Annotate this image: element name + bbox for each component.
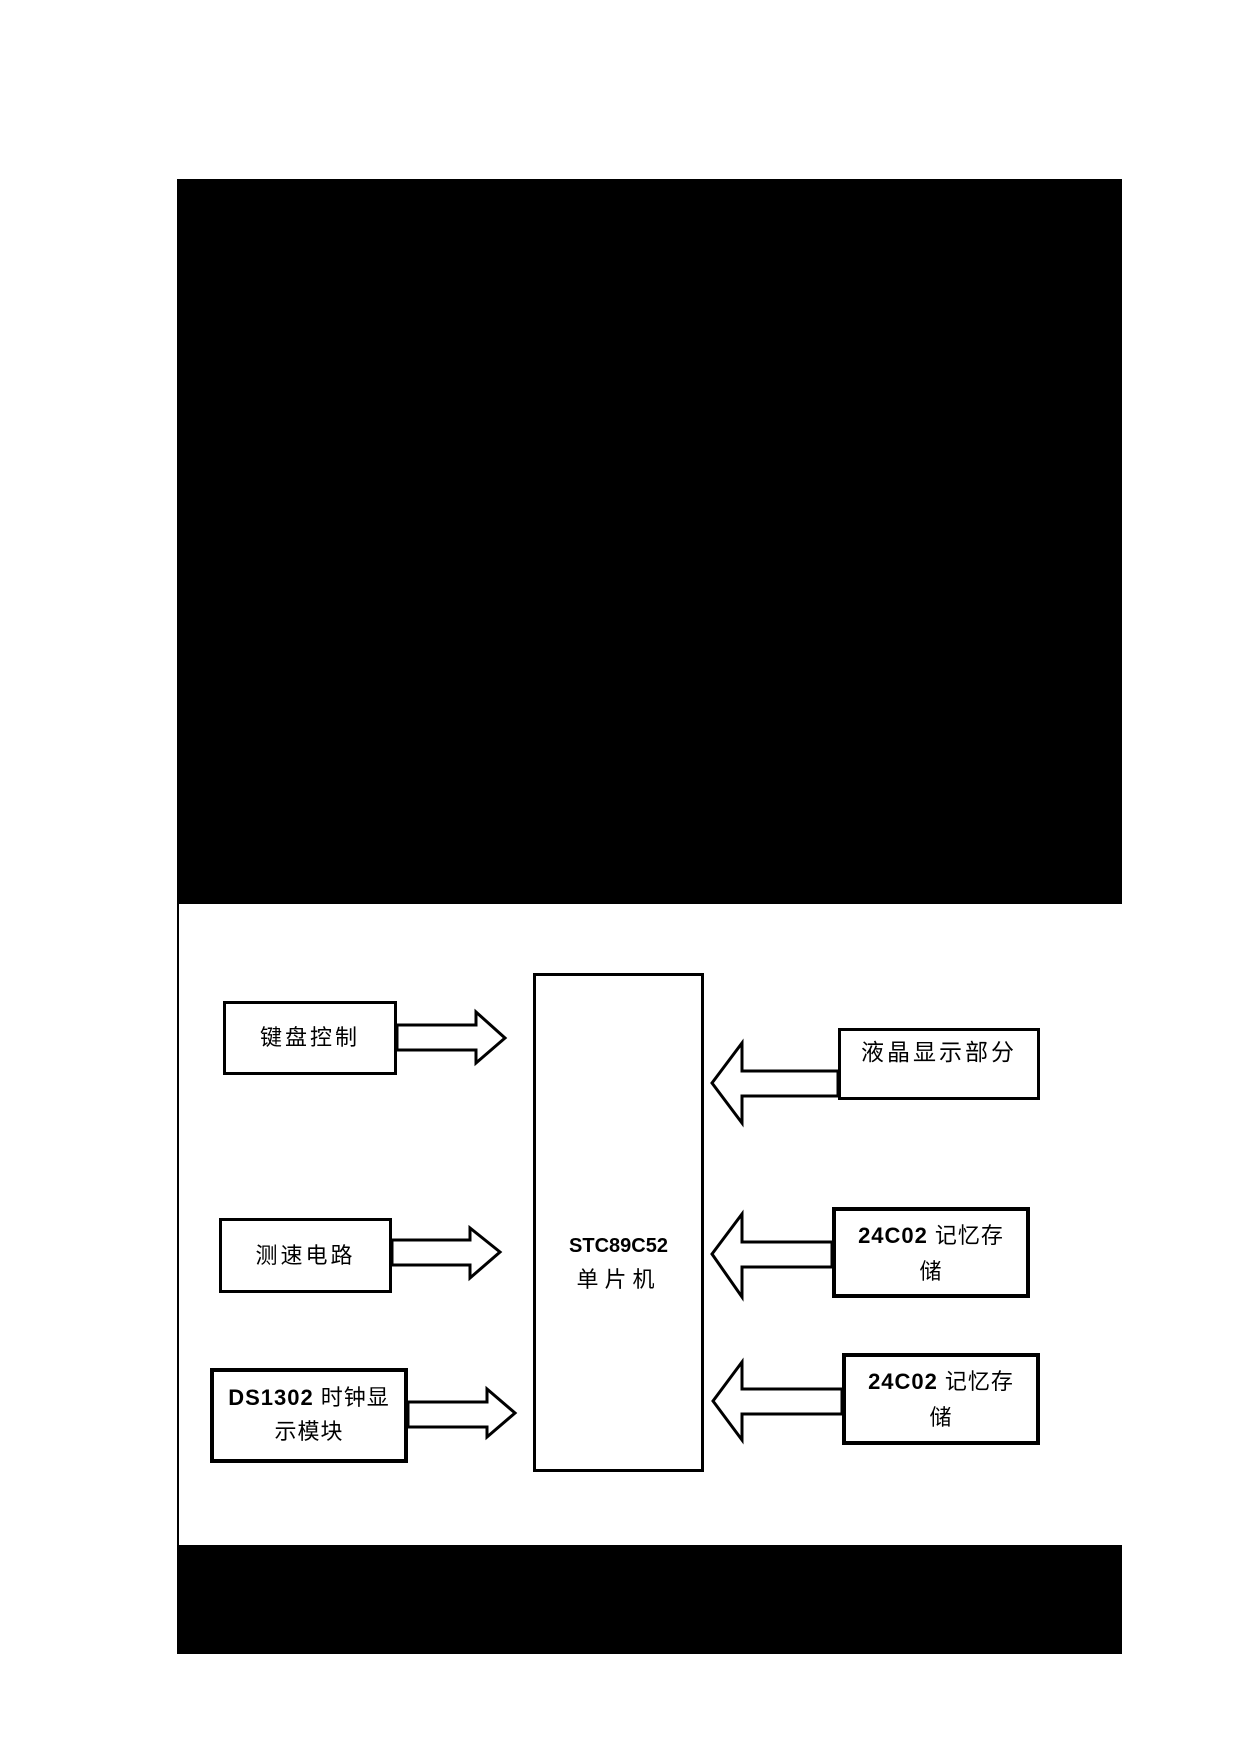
box-speed-circuit: 测速电路 <box>219 1218 392 1293</box>
ds1302-label-line2: 示模块 <box>274 1419 344 1444</box>
lcd-display-label: 液晶显示部分 <box>861 1040 1017 1065</box>
arrow-eeprom2-to-mcu <box>711 1357 844 1445</box>
eeprom2-model: 24C02 <box>868 1369 938 1394</box>
eeprom1-label-line2: 储 <box>919 1259 943 1284</box>
content-left-border <box>177 904 179 1545</box>
mcu-name: 单片机 <box>576 1267 661 1292</box>
eeprom1-label-rest: 记忆存 <box>934 1223 1004 1248</box>
arrow-keyboard-to-mcu <box>395 1008 508 1067</box>
speed-circuit-label: 测速电路 <box>255 1242 356 1268</box>
box-keyboard-control: 键盘控制 <box>223 1001 397 1075</box>
arrow-ds1302-to-mcu <box>406 1385 518 1441</box>
redacted-bar-bottom <box>177 1545 1122 1654</box>
eeprom2-label-rest: 记忆存 <box>944 1369 1014 1394</box>
redacted-block-top <box>177 179 1122 904</box>
box-lcd-display: 液晶显示部分 <box>838 1028 1040 1100</box>
eeprom1-model: 24C02 <box>858 1223 928 1248</box>
box-mcu-stc89c52: STC89C52 单片机 <box>533 973 704 1472</box>
mcu-model: STC89C52 <box>569 1235 668 1257</box>
ds1302-label-rest: 时钟显 <box>320 1385 390 1410</box>
ds1302-model: DS1302 <box>228 1385 314 1410</box>
mcu-label: STC89C52 单片机 <box>536 1229 701 1297</box>
arrow-lcd-to-mcu <box>710 1038 840 1128</box>
keyboard-control-label: 键盘控制 <box>259 1025 360 1050</box>
arrow-speed-to-mcu <box>390 1224 503 1282</box>
arrow-eeprom1-to-mcu <box>710 1209 834 1302</box>
eeprom2-label-line2: 储 <box>929 1405 953 1430</box>
